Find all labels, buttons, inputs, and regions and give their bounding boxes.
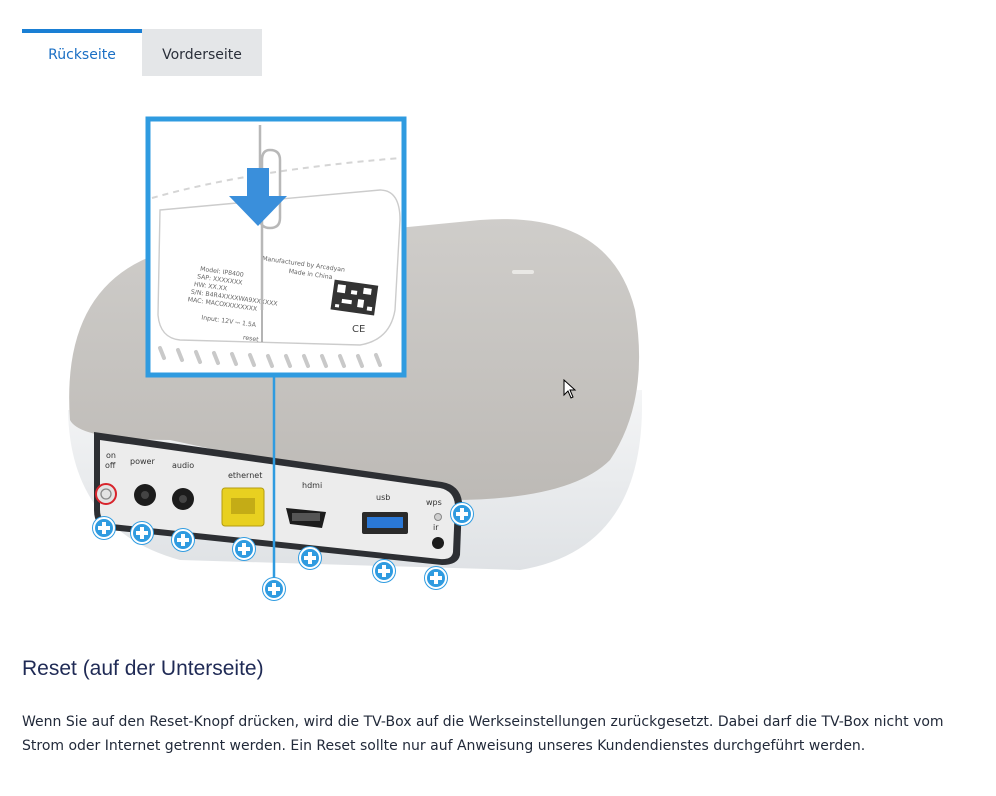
hotspot-wps[interactable] — [451, 503, 473, 525]
device-illustration: on off power audio ethernet hdmi usb wps… — [50, 110, 660, 610]
label-off: off — [105, 461, 116, 470]
hotspot-usb[interactable] — [373, 560, 395, 582]
label-ethernet: ethernet — [228, 471, 262, 480]
hotspot-power[interactable] — [131, 522, 153, 544]
hotspot-ir[interactable] — [425, 567, 447, 589]
section-body: Wenn Sie auf den Reset-Knopf drücken, wi… — [22, 714, 944, 754]
mouse-cursor-icon — [563, 379, 577, 399]
label-usb: usb — [376, 493, 390, 502]
label-power: power — [130, 457, 155, 466]
hotspot-audio[interactable] — [172, 529, 194, 551]
label-wps: wps — [426, 498, 442, 507]
label-ir: ir — [433, 523, 439, 532]
hotspot-hdmi[interactable] — [299, 547, 321, 569]
arrow-down-icon — [229, 168, 287, 226]
hotspot-on-off[interactable] — [93, 517, 115, 539]
hotspot-reset[interactable] — [263, 578, 285, 600]
reset-zoom-inset — [145, 116, 407, 378]
section-title: Reset (auf der Unterseite) — [22, 657, 264, 680]
sticker-hw: HW: XX.XX — [193, 281, 228, 293]
hotspot-ethernet[interactable] — [233, 538, 255, 560]
label-hdmi: hdmi — [302, 481, 322, 490]
label-on: on — [106, 451, 116, 460]
tab-rueckseite[interactable]: Rückseite — [22, 29, 142, 76]
tv-box-image: on off power audio ethernet hdmi usb wps… — [68, 116, 642, 580]
label-audio: audio — [172, 461, 194, 470]
ce-mark: CE — [352, 324, 365, 335]
qr-code — [330, 279, 379, 316]
tab-bar: Rückseite Vorderseite — [22, 29, 262, 76]
tab-vorderseite[interactable]: Vorderseite — [142, 29, 262, 76]
sticker-reset: reset — [242, 334, 259, 343]
